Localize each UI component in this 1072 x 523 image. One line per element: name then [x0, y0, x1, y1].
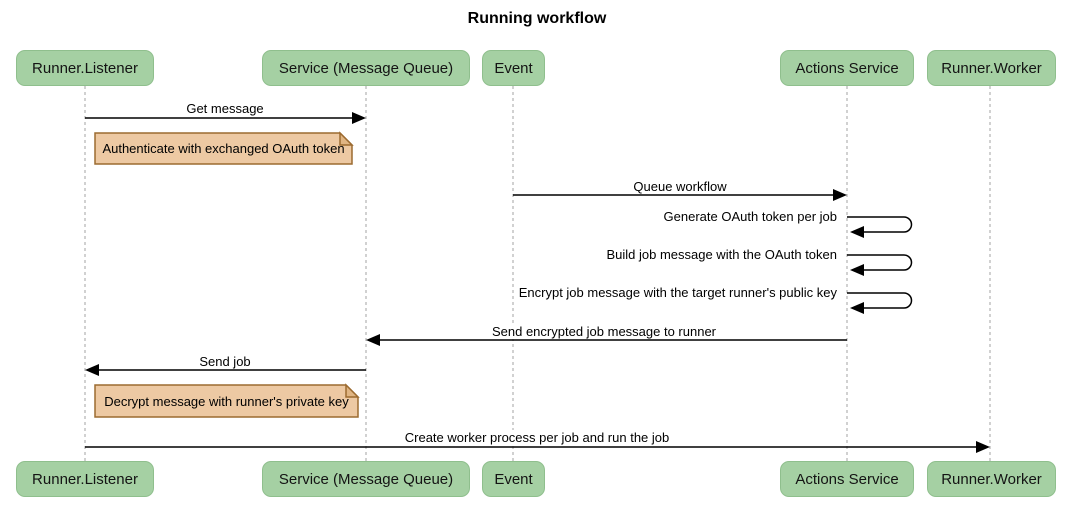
actor-top-event: Event: [482, 50, 545, 86]
note-decrypt-shape: [94, 384, 359, 418]
actor-bottom-runner-worker: Runner.Worker: [927, 461, 1056, 497]
self-loop-encrypt-job-message: [847, 292, 913, 309]
note-shapes: [94, 131, 360, 418]
actor-label: Actions Service: [795, 59, 899, 77]
arrowhead-build-job-message: [850, 264, 864, 276]
diagram-title: Running workflow: [467, 10, 607, 27]
arrowhead-create-worker: [976, 441, 990, 453]
arrowhead-generate-oauth: [850, 226, 864, 238]
actor-bottom-service-message-queue: Service (Message Queue): [262, 461, 470, 497]
actor-label: Event: [494, 470, 533, 488]
message-label-create-worker: Create worker process per job and run th…: [401, 430, 673, 445]
actor-top-runner-worker: Runner.Worker: [927, 50, 1056, 86]
actor-label: Event: [494, 59, 533, 77]
actor-label: Service (Message Queue): [278, 59, 454, 77]
actor-label: Runner.Worker: [941, 470, 1042, 488]
actor-bottom-event: Event: [482, 461, 545, 497]
message-arrows: [85, 112, 990, 453]
note-decrypt-fold-icon: [345, 383, 360, 398]
arrowhead-get-message: [352, 112, 366, 124]
message-label-build-job-message: Build job message with the OAuth token: [603, 247, 840, 262]
actor-label: Runner.Listener: [32, 59, 138, 77]
message-label-queue-workflow: Queue workflow: [630, 179, 730, 194]
lifelines: [84, 86, 991, 461]
actor-top-actions-service: Actions Service: [780, 50, 914, 86]
actor-top-runner-listener: Runner.Listener: [16, 50, 154, 86]
message-label-send-encrypted: Send encrypted job message to runner: [488, 324, 720, 339]
note-authenticate-shape: [94, 132, 353, 165]
actor-bottom-runner-listener: Runner.Listener: [16, 461, 154, 497]
self-loop-build-job-message: [847, 254, 913, 271]
note-authenticate: Authenticate with exchanged OAuth token: [102, 141, 345, 156]
actor-bottom-actions-service: Actions Service: [780, 461, 914, 497]
note-decrypt: Decrypt message with runner's private ke…: [104, 393, 349, 409]
actor-label: Runner.Listener: [32, 470, 138, 488]
actor-top-service-message-queue: Service (Message Queue): [262, 50, 470, 86]
arrowhead-encrypt-job-message: [850, 302, 864, 314]
message-label-generate-oauth: Generate OAuth token per job: [660, 209, 840, 224]
arrowhead-send-job: [85, 364, 99, 376]
actor-label: Service (Message Queue): [278, 470, 454, 488]
message-label-send-job: Send job: [196, 354, 254, 369]
actor-label: Actions Service: [795, 470, 899, 488]
self-loop-generate-oauth: [847, 216, 913, 233]
note-authenticate-fold-icon: [339, 131, 354, 146]
arrowhead-queue-workflow: [833, 189, 847, 201]
actor-label: Runner.Worker: [941, 59, 1042, 77]
message-label-get-message: Get message: [183, 101, 267, 116]
arrowhead-send-encrypted: [366, 334, 380, 346]
message-label-encrypt-job-message: Encrypt job message with the target runn…: [515, 285, 840, 300]
